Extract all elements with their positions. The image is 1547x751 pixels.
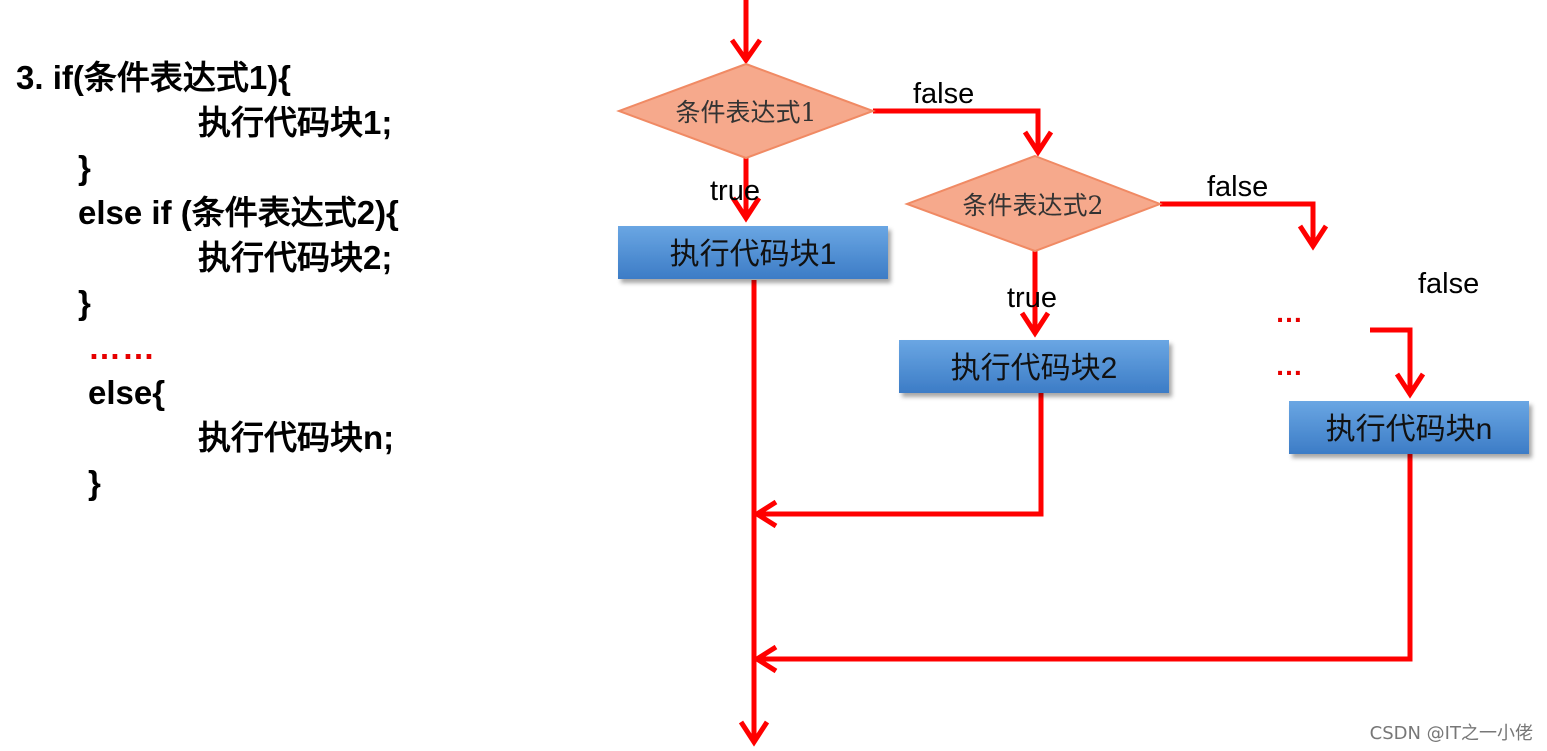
blockn-return-arrowhead <box>752 644 778 674</box>
code-line-blockn: 执行代码块n; <box>198 419 395 456</box>
block1-label: 执行代码块1 <box>670 238 837 271</box>
false1-label: false <box>913 78 974 110</box>
code-line-close2: } <box>78 284 91 321</box>
block2-box <box>899 340 1169 393</box>
code-line-block1: 执行代码块1; <box>198 104 393 141</box>
block1-box <box>618 226 888 279</box>
false1-arrowhead <box>1022 130 1054 157</box>
blockn-box <box>1289 401 1529 454</box>
false3-line <box>1370 327 1413 392</box>
false2-line <box>1160 201 1316 244</box>
false2-label: false <box>1207 171 1268 203</box>
entry-arrowhead <box>729 38 763 65</box>
condition2-diamond <box>904 154 1163 253</box>
false1-line <box>873 108 1041 150</box>
ellipsis-1: … <box>1275 297 1303 328</box>
condition1-diamond <box>616 62 876 160</box>
condition1-label: 条件表达式1 <box>676 98 817 127</box>
false2-arrowhead <box>1297 224 1329 251</box>
false3-arrowhead <box>1394 372 1426 399</box>
true2-label: true <box>1007 282 1057 314</box>
code-line-close1: } <box>78 149 91 186</box>
code-line-else: else{ <box>88 374 166 411</box>
code-line-close3: } <box>88 464 101 501</box>
true2-arrowhead <box>1019 311 1051 338</box>
block2-label: 执行代码块2 <box>951 352 1118 385</box>
exit-arrowhead <box>738 720 770 747</box>
true1-label: true <box>710 175 760 207</box>
block2-return-line <box>758 392 1044 517</box>
blockn-label: 执行代码块n <box>1326 413 1493 446</box>
block2-return-arrowhead <box>752 499 778 529</box>
code-line-block2: 执行代码块2; <box>198 239 393 276</box>
ellipsis-2: … <box>1275 350 1303 381</box>
code-line-ellipsis: …… <box>88 329 156 366</box>
flow-lines <box>729 0 1426 747</box>
blockn-return-line <box>758 454 1413 662</box>
true1-arrowhead <box>730 196 762 223</box>
code-line-else-if: else if (条件表达式2){ <box>78 194 399 231</box>
false3-label: false <box>1418 268 1479 300</box>
code-line-if: 3. if(条件表达式1){ <box>16 59 292 96</box>
watermark: CSDN @IT之一小佬 <box>1369 723 1533 744</box>
condition2-label: 条件表达式2 <box>963 191 1104 220</box>
